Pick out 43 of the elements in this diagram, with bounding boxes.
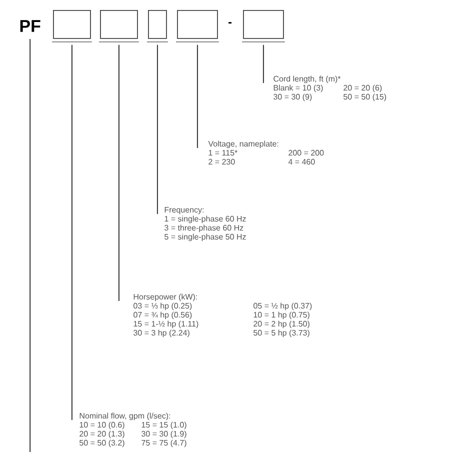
field-heading: Cord length, ft (m)* xyxy=(274,76,341,84)
code-entry: 20 = 2 hp (1.50) xyxy=(254,320,310,328)
code-box xyxy=(98,10,140,42)
code-entry: 2 = 230 xyxy=(208,158,235,165)
code-entry: 20 = 20 (1.3) xyxy=(80,430,124,438)
code-entry: 30 = 30 (1.9) xyxy=(142,430,186,438)
code-entry: 50 = 5 hp (3.73) xyxy=(254,330,310,338)
code-entry: 4 = 460 xyxy=(288,158,315,165)
leader-line xyxy=(30,38,31,452)
model-prefix: PF xyxy=(20,20,40,32)
code-entry: 50 = 50 (15) xyxy=(344,94,386,102)
code-entry: Blank = 10 (3) xyxy=(274,84,323,92)
code-entry: 30 = 30 (9) xyxy=(274,94,312,102)
code-entry: 05 = ½ hp (0.37) xyxy=(254,302,312,310)
code-box xyxy=(146,10,168,42)
code-entry: 10 = 10 (0.6) xyxy=(80,422,124,430)
code-entry: 15 = 15 (1.0) xyxy=(142,422,186,430)
field-heading: Nominal flow, gpm (l/sec): xyxy=(80,412,170,420)
code-entry: 1 = single-phase 60 Hz xyxy=(164,216,246,224)
code-entry: 20 = 20 (6) xyxy=(344,84,382,92)
code-box xyxy=(242,10,286,42)
code-box xyxy=(176,10,220,42)
code-entry: 10 = 1 hp (0.75) xyxy=(254,312,310,320)
code-entry: 30 = 3 hp (2.24) xyxy=(134,330,190,338)
leader-line xyxy=(156,44,158,214)
code-entry: 5 = single-phase 50 Hz xyxy=(164,234,246,242)
code-entry: 15 = 1-½ hp (1.11) xyxy=(134,320,198,328)
code-entry: 07 = ¾ hp (0.56) xyxy=(134,312,192,320)
code-entry: 1 = 115* xyxy=(208,150,238,156)
leader-line xyxy=(196,44,198,148)
leader-line xyxy=(118,44,120,302)
code-entry: 200 = 200 xyxy=(288,150,324,156)
field-heading: Horsepower (kW): xyxy=(134,294,197,302)
code-box xyxy=(52,10,92,42)
code-entry: 03 = ⅓ hp (0.25) xyxy=(134,302,192,310)
code-entry: 3 = three-phase 60 Hz xyxy=(164,224,244,232)
field-heading: Frequency: xyxy=(164,207,204,214)
separator-dash: - xyxy=(228,22,232,24)
leader-line xyxy=(262,44,264,84)
code-entry: 50 = 50 (3.2) xyxy=(80,440,124,448)
field-heading: Voltage, nameplate: xyxy=(208,140,278,148)
code-entry: 75 = 75 (4.7) xyxy=(142,440,186,448)
leader-line xyxy=(71,44,72,420)
